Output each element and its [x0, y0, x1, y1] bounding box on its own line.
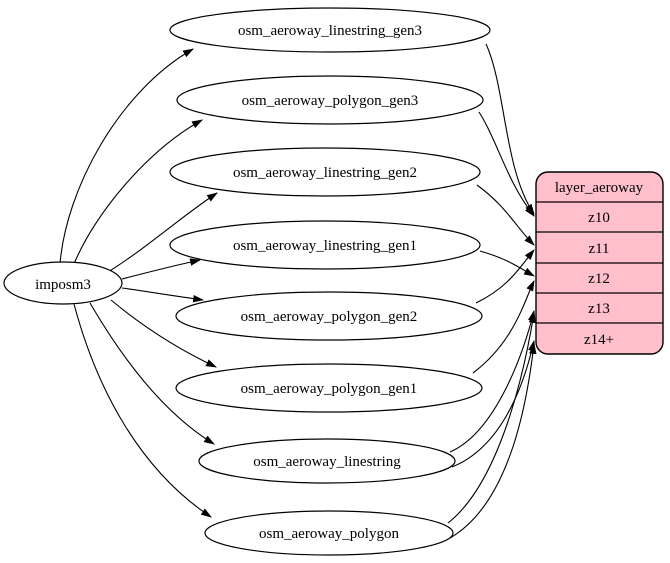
edge-osm_aeroway_polygon-to-z13	[447, 311, 537, 524]
node-osm_aeroway_polygon_gen2: osm_aeroway_polygon_gen2	[175, 291, 483, 341]
table-ellipse	[169, 220, 481, 270]
zoom-row-z11: z11	[588, 241, 609, 257]
table-label: osm_aeroway_linestring_gen1	[233, 238, 417, 254]
node-layer_aeroway: layer_aeroway z10 z11 z12 z13 z14+	[535, 171, 664, 355]
edge-imposm3-to-osm_aeroway_polygon_gen1	[110, 299, 217, 368]
node-imposm3: imposm3	[3, 261, 123, 305]
zoom-row-z14plus: z14+	[584, 332, 614, 348]
edge-osm_aeroway_linestring-to-z14	[451, 339, 536, 468]
edge-osm_aeroway_linestring-to-z13	[449, 309, 536, 453]
table-label: osm_aeroway_linestring_gen2	[233, 165, 417, 181]
node-osm_aeroway_polygon: osm_aeroway_polygon	[204, 510, 454, 556]
table-ellipse	[169, 7, 491, 53]
table-ellipse	[198, 438, 456, 484]
table-ellipse	[175, 363, 483, 413]
table-label: osm_aeroway_polygon_gen1	[241, 381, 418, 397]
table-label: osm_aeroway_linestring_gen3	[238, 23, 422, 39]
edge-osm_aeroway_polygon_gen3-to-z10	[478, 111, 535, 217]
edge-imposm3-to-osm_aeroway_linestring	[89, 302, 215, 445]
imposm3-label: imposm3	[35, 277, 91, 293]
node-osm_aeroway_polygon_gen3: osm_aeroway_polygon_gen3	[176, 75, 484, 125]
zoom-row-z10: z10	[588, 210, 610, 226]
zoom-row-z13: z13	[588, 301, 610, 317]
edge-osm_aeroway_linestring_gen2-to-z11	[476, 184, 535, 246]
edge-imposm3-to-osm_aeroway_polygon	[73, 303, 212, 518]
edges-from-source	[59, 48, 218, 518]
edge-imposm3-to-osm_aeroway_linestring_gen1	[121, 258, 202, 280]
table-label: osm_aeroway_polygon_gen2	[241, 309, 418, 325]
table-label: osm_aeroway_polygon_gen3	[242, 93, 419, 109]
edge-osm_aeroway_polygon_gen1-to-z12	[472, 280, 535, 374]
edge-osm_aeroway_polygon-to-z14	[449, 342, 537, 539]
edge-imposm3-to-osm_aeroway_polygon_gen3	[73, 119, 203, 265]
edge-imposm3-to-osm_aeroway_polygon_gen2	[121, 287, 205, 303]
table-ellipse	[176, 75, 484, 125]
edge-imposm3-to-osm_aeroway_linestring_gen3	[59, 48, 194, 265]
node-osm_aeroway_linestring_gen3: osm_aeroway_linestring_gen3	[169, 7, 491, 53]
table-label: osm_aeroway_polygon	[259, 526, 399, 542]
table-ellipse	[169, 147, 481, 197]
table-label: osm_aeroway_linestring	[253, 454, 401, 470]
node-osm_aeroway_linestring_gen1: osm_aeroway_linestring_gen1	[169, 220, 481, 270]
node-osm_aeroway_linestring_gen2: osm_aeroway_linestring_gen2	[169, 147, 481, 197]
edge-osm_aeroway_linestring_gen1-to-z12	[479, 250, 535, 277]
imposm3-ellipse	[3, 261, 123, 305]
edge-imposm3-to-osm_aeroway_linestring_gen2	[107, 192, 218, 273]
edge-osm_aeroway_polygon_gen2-to-z11	[475, 249, 535, 304]
node-osm_aeroway_linestring: osm_aeroway_linestring	[198, 438, 456, 484]
table-ellipse	[204, 510, 454, 556]
edge-osm_aeroway_linestring_gen3-to-z10	[485, 43, 535, 215]
edges-to-layer	[447, 43, 537, 539]
node-osm_aeroway_polygon_gen1: osm_aeroway_polygon_gen1	[175, 363, 483, 413]
layer-title: layer_aeroway	[555, 180, 644, 196]
table-ellipse	[175, 291, 483, 341]
zoom-row-z12: z12	[588, 271, 610, 287]
